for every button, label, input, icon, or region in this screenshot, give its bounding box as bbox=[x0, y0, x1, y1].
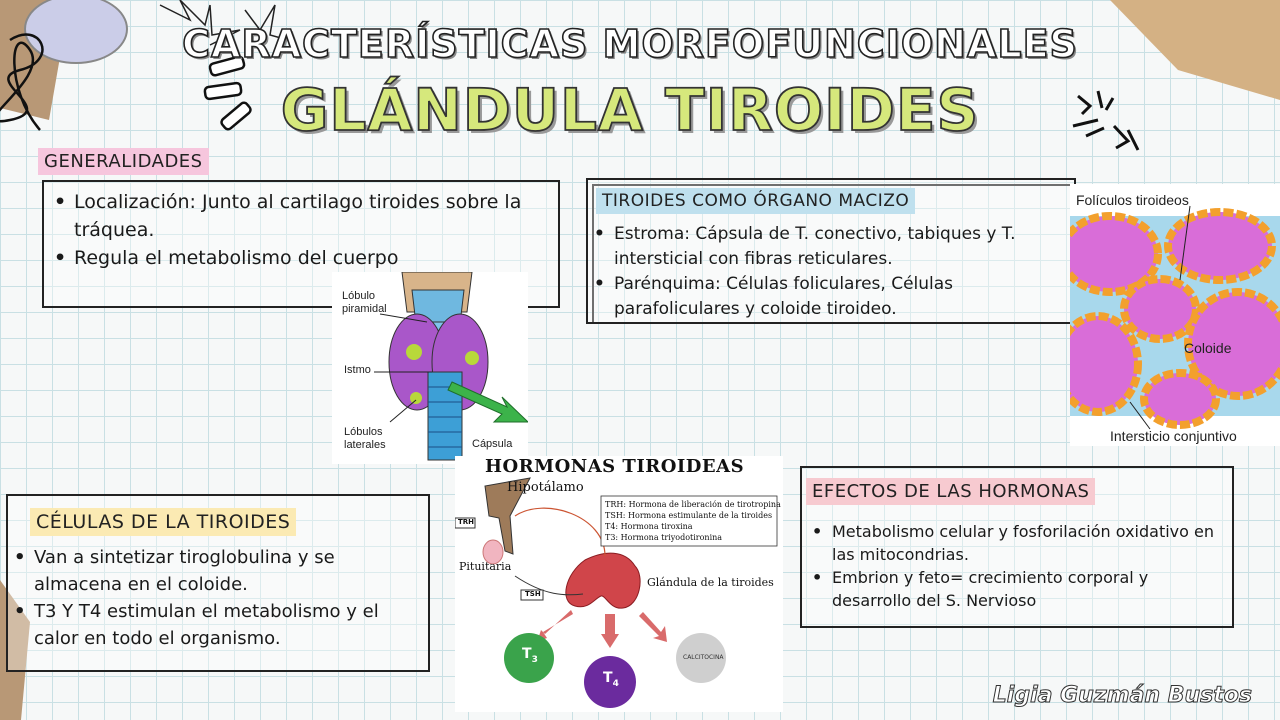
list-item: Regula el metabolismo del cuerpo bbox=[48, 244, 544, 272]
scribble-decoration bbox=[0, 33, 44, 131]
list-item: Localización: Junto al cartilago tiroide… bbox=[48, 188, 544, 244]
thyroid-follicles-figure: Folículos tiroideos Coloide Intersticio … bbox=[1070, 184, 1280, 446]
organo-list: Estroma: Cápsula de T. conectivo, tabiqu… bbox=[588, 222, 1066, 322]
generalidades-list: Localización: Junto al cartilago tiroide… bbox=[44, 182, 558, 272]
follicles-drawing bbox=[1070, 205, 1280, 430]
spark-marks-decoration bbox=[1072, 90, 1140, 151]
efectos-heading: EFECTOS DE LAS HORMONAS bbox=[806, 478, 1096, 505]
list-item: Estroma: Cápsula de T. conectivo, tabiqu… bbox=[588, 222, 1066, 272]
tag-trh: TRH bbox=[458, 518, 475, 526]
burst-star-decoration bbox=[159, 0, 289, 46]
label-lobulos-laterales: Lóbulos laterales bbox=[344, 426, 386, 451]
list-item: Parénquima: Células foliculares, Células… bbox=[588, 272, 1066, 322]
celulas-box: CÉLULAS DE LA TIROIDES Van a sintetizar … bbox=[6, 494, 430, 672]
label-istmo: Istmo bbox=[344, 364, 371, 376]
hormonas-title: HORMONAS TIROIDEAS bbox=[485, 456, 745, 477]
celulas-heading: CÉLULAS DE LA TIROIDES bbox=[30, 508, 297, 536]
list-item: T3 Y T4 estimulan el metabolismo y el ca… bbox=[8, 598, 426, 652]
celulas-list: Van a sintetizar tiroglobulina y se alma… bbox=[8, 544, 426, 652]
list-item: Metabolismo celular y fosforilación oxid… bbox=[806, 520, 1230, 566]
generalidades-heading: GENERALIDADES bbox=[38, 148, 209, 175]
t4-circle-label: T4 bbox=[603, 670, 619, 689]
hormonas-diagram bbox=[455, 477, 778, 708]
efectos-box: EFECTOS DE LAS HORMONAS Metabolismo celu… bbox=[800, 466, 1234, 628]
dash-marks-decoration bbox=[203, 55, 252, 131]
efectos-list: Metabolismo celular y fosforilación oxid… bbox=[806, 520, 1230, 612]
list-item: Van a sintetizar tiroglobulina y se alma… bbox=[8, 544, 426, 598]
legend-item: TRH: Hormona de liberación de tirotropin… bbox=[605, 500, 781, 509]
label-foliculos: Folículos tiroideos bbox=[1076, 192, 1189, 208]
tag-tsh: TSH bbox=[525, 590, 541, 598]
page-title-main: GLÁNDULA TIROIDES bbox=[280, 75, 980, 145]
page-title-top: CARACTERÍSTICAS MORFOFUNCIONALES bbox=[181, 21, 1078, 67]
label-pituitaria: Pituitaria bbox=[459, 560, 512, 573]
label-coloide: Coloide bbox=[1184, 340, 1232, 356]
legend-item: T4: Hormona tiroxina bbox=[605, 522, 693, 531]
organo-box: TIROIDES COMO ÓRGANO MACIZO Estroma: Cáp… bbox=[586, 178, 1076, 324]
list-item: Embrion y feto= crecimiento corporal y d… bbox=[806, 566, 1230, 612]
legend-item: T3: Hormona triyodotironina bbox=[605, 533, 723, 542]
label-capsula: Cápsula bbox=[472, 438, 513, 450]
label-glandula: Glándula de la tiroides bbox=[647, 576, 774, 589]
author-signature: Ligia Guzmán Bustos bbox=[992, 683, 1252, 709]
label-intersticio: Intersticio conjuntivo bbox=[1110, 428, 1237, 444]
thyroid-anatomy-figure: Lóbulo piramidal Istmo Lóbulos laterales… bbox=[332, 272, 528, 464]
hormonas-legend: TRH: Hormona de liberación de tirotropin… bbox=[605, 499, 781, 543]
thyroid-anatomy-drawing bbox=[374, 272, 528, 461]
organo-heading: TIROIDES COMO ÓRGANO MACIZO bbox=[596, 188, 916, 214]
calcitocina-circle-label: CALCITOCINA bbox=[683, 654, 724, 661]
label-lobulo-piramidal: Lóbulo piramidal bbox=[342, 290, 387, 315]
t3-circle-label: T3 bbox=[522, 646, 538, 665]
legend-item: TSH: Hormona estimulante de la tiroides bbox=[605, 511, 773, 520]
hormonas-figure: HORMONAS TIROIDEAS Hipotálamo Pituitaria… bbox=[455, 456, 783, 712]
label-hipotalamo: Hipotálamo bbox=[507, 480, 584, 495]
